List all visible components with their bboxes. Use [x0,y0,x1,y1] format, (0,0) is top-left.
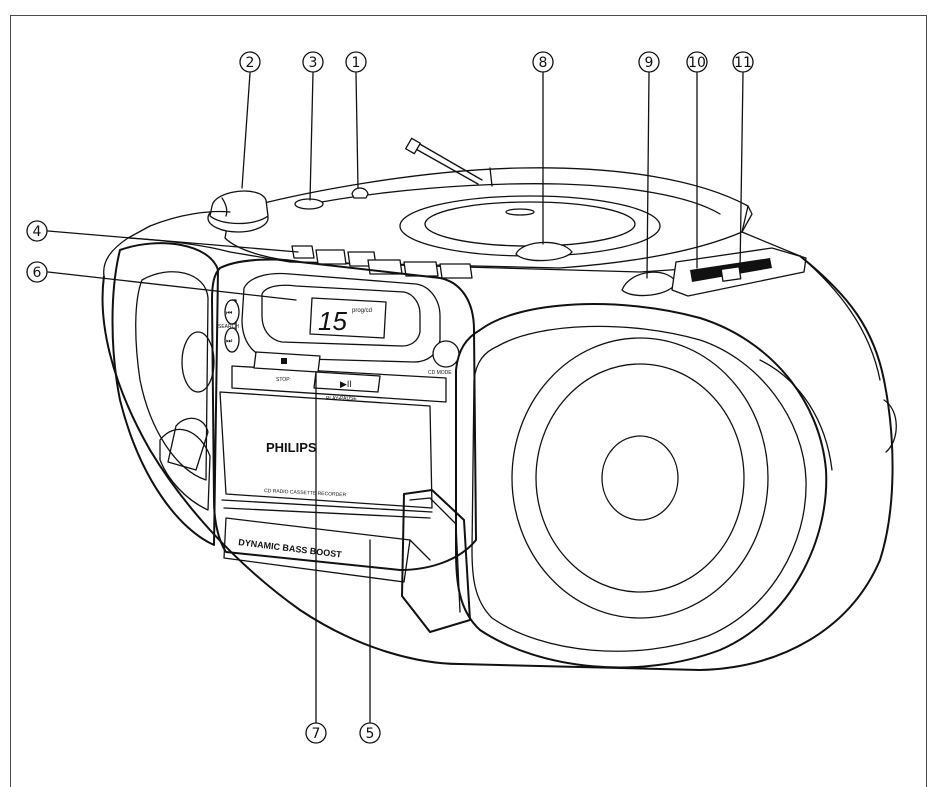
display-digits: 15 [318,306,347,336]
svg-text:5: 5 [366,726,375,742]
svg-text:8: 8 [539,55,548,71]
cd-control-buttons[interactable] [291,245,473,279]
deck-subtitle: CD RADIO CASSETTE RECORDER [264,488,347,498]
brand-logo: PHILIPS [266,440,317,455]
callout-4: 4 [26,220,48,242]
callout-9: 9 [638,51,660,73]
body-shell [101,255,897,671]
antenna [405,137,483,185]
diagram-frame [10,15,927,787]
cassette-deck: PHILIPS CD RADIO CASSETTE RECORDER [219,391,433,519]
lcd-display [309,297,387,339]
cd-mode-label: CD MODE [428,370,452,376]
play-pause-button[interactable]: ▶II PLAY•PAUSE [313,371,381,402]
callout-7: 7 [305,722,327,744]
prev-icon: ⏮ [226,310,232,317]
svg-text:2: 2 [246,55,255,71]
callout-3: 3 [302,51,324,73]
callout-5: 5 [359,722,381,744]
right-speaker [455,303,833,669]
bass-boost-strip: DYNAMIC BASS BOOST [223,517,431,583]
transport-bar [231,365,447,403]
left-grip [167,417,209,471]
open-close-button[interactable] [515,241,573,262]
svg-text:1: 1 [352,55,361,71]
callout-6: 6 [26,261,48,283]
next-icon: ⏭ [226,338,233,345]
leader-lines [47,72,744,723]
right-grip [401,489,471,633]
search-label: SEARCH [218,324,239,330]
callout-1: 1 [345,51,367,73]
power-switch[interactable] [351,187,369,199]
svg-text:4: 4 [33,224,42,240]
callouts: 2 3 1 8 9 10 1 [26,51,754,744]
callout-10: 10 [686,51,708,73]
svg-text:10: 10 [688,55,706,71]
play-pause-icon: ▶II [340,379,352,389]
band-selector[interactable] [671,247,807,297]
display-unit: prog/cd [352,308,372,314]
callout-8: 8 [532,51,554,73]
stop-label: STOP [276,377,290,383]
volume-knob[interactable] [207,190,269,233]
callout-11: 11 [732,51,754,73]
left-speaker [111,242,219,546]
search-buttons[interactable]: ⏮ ⏭ SEARCH [218,299,240,353]
cd-mode-button[interactable]: CD MODE [428,340,460,376]
tuning-knob[interactable] [621,271,677,297]
center-panel: 15 prog/cd [211,258,477,571]
play-pause-label: PLAY•PAUSE [326,396,357,402]
svg-text:11: 11 [734,55,752,71]
bass-button[interactable] [294,198,324,210]
bass-boost-label: DYNAMIC BASS BOOST [238,537,343,560]
svg-text:3: 3 [309,55,318,71]
svg-text:6: 6 [33,265,42,281]
stop-button[interactable]: STOP [253,351,321,383]
callout-2: 2 [239,51,261,73]
svg-text:9: 9 [645,55,654,71]
svg-text:7: 7 [312,726,321,742]
